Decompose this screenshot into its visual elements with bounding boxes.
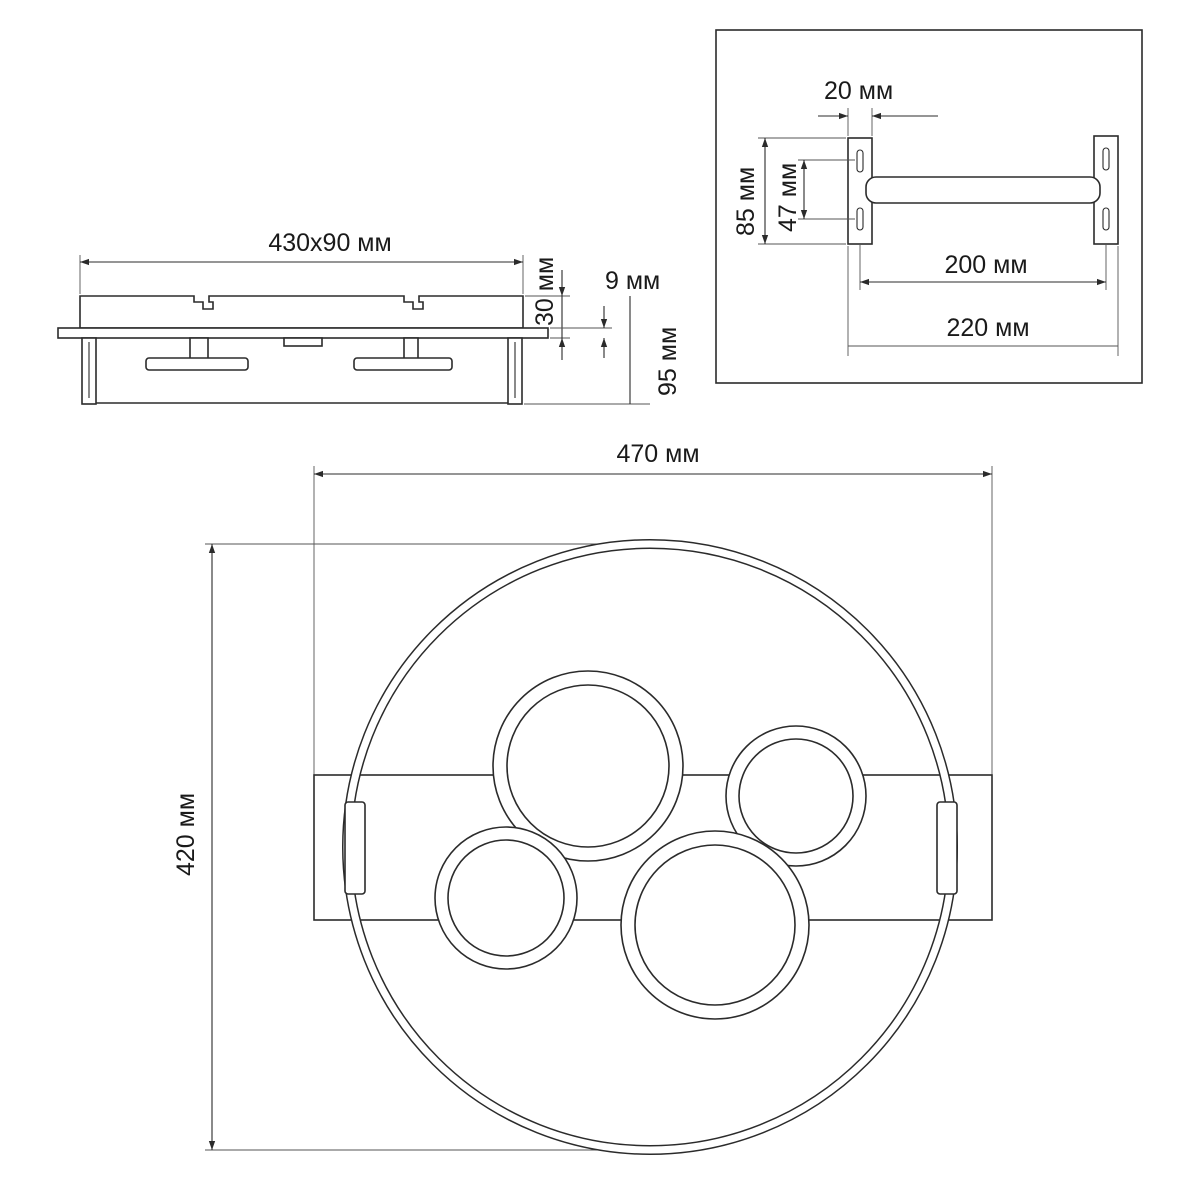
bracket-slot-spacing-label: 47 мм — [774, 163, 802, 232]
top-lamp-upper-right — [725, 725, 867, 867]
side-disc-right — [353, 357, 453, 371]
bracket-frame — [715, 29, 1143, 384]
side-stem-left — [189, 337, 209, 361]
bracket-left-plate — [847, 137, 873, 245]
bracket-bar — [865, 176, 1101, 204]
side-view: 430x90 мм 30 мм 9 мм 95 мм — [57, 229, 682, 405]
bracket-view: 20 мм 85 мм 47 мм 200 мм 220 мм — [715, 29, 1143, 384]
top-lamp-lower-center — [620, 830, 810, 1020]
bracket-left-slot-bottom — [856, 207, 864, 231]
top-outer-ring-inner — [343, 540, 957, 1154]
side-gap-label: 9 мм — [605, 267, 660, 295]
bracket-left-slot-top — [856, 149, 864, 173]
side-height-label: 95 мм — [654, 327, 682, 396]
side-stem-center — [283, 337, 323, 347]
side-base-plate — [57, 327, 549, 339]
top-lamp-upper-left — [492, 670, 684, 862]
lamp-ll-inner — [447, 839, 565, 957]
bracket-right-slot-top — [1102, 147, 1110, 171]
bracket-outer-length-label: 220 мм — [946, 314, 1029, 342]
lamp-ul-inner — [506, 684, 670, 848]
bracket-slot-width-label: 20 мм — [824, 77, 893, 105]
side-top-plate — [79, 295, 524, 329]
bracket-right-slot-bottom — [1102, 207, 1110, 231]
side-disc-left — [145, 357, 249, 371]
side-stem-right — [403, 337, 419, 361]
top-view: 470 мм 420 мм — [172, 440, 993, 1155]
top-left-clamp — [344, 801, 366, 895]
lamp-ur-inner — [738, 738, 854, 854]
top-height-label: 420 мм — [172, 793, 200, 876]
top-width-label: 470 мм — [616, 440, 699, 468]
side-width-label: 430x90 мм — [268, 229, 391, 257]
side-thickness-label: 30 мм — [531, 257, 559, 326]
lamp-lc-inner — [634, 844, 796, 1006]
bracket-outer-height-label: 85 мм — [732, 167, 760, 236]
top-right-clamp — [936, 801, 958, 895]
top-lamp-lower-left — [434, 826, 578, 970]
bracket-inner-length-label: 200 мм — [944, 251, 1027, 279]
